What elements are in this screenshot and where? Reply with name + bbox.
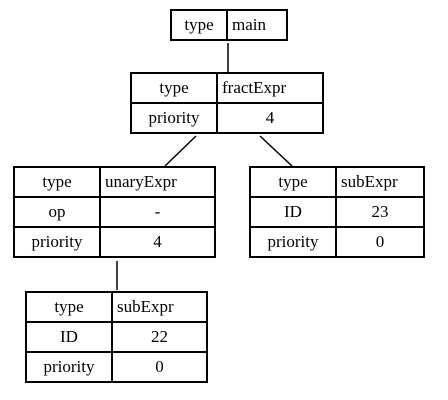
node-key: priority — [25, 351, 113, 383]
node-row: op - — [13, 196, 216, 228]
node-value: 4 — [99, 226, 216, 258]
node-value: 23 — [335, 196, 425, 228]
node-fract-expr: type fractExpr priority 4 — [130, 72, 324, 134]
node-row: priority 0 — [25, 351, 208, 383]
node-row: ID 22 — [25, 321, 208, 353]
node-unary-expr: type unaryExpr op - priority 4 — [13, 166, 216, 258]
node-sub-expr-22: type subExpr ID 22 priority 0 — [25, 291, 208, 383]
node-key: priority — [130, 102, 218, 134]
node-key: ID — [25, 321, 113, 353]
node-row: priority 0 — [249, 226, 425, 258]
node-value: 0 — [111, 351, 208, 383]
node-row: type unaryExpr — [13, 166, 216, 198]
node-main: type main — [170, 9, 288, 41]
node-value: - — [99, 196, 216, 228]
node-key: type — [249, 166, 337, 198]
node-value: unaryExpr — [99, 166, 216, 198]
node-key: type — [130, 72, 218, 104]
node-row: type subExpr — [249, 166, 425, 198]
node-key: type — [13, 166, 101, 198]
node-value: fractExpr — [216, 72, 324, 104]
node-value: 4 — [216, 102, 324, 134]
node-row: priority 4 — [130, 102, 324, 134]
node-value: subExpr — [111, 291, 208, 323]
node-row: type fractExpr — [130, 72, 324, 104]
node-key: type — [25, 291, 113, 323]
node-value: main — [226, 9, 288, 41]
node-key: type — [170, 9, 228, 41]
node-value: 22 — [111, 321, 208, 353]
edge-fract-sub23 — [259, 135, 293, 167]
edge-fract-unary — [164, 135, 197, 167]
node-row: ID 23 — [249, 196, 425, 228]
node-sub-expr-23: type subExpr ID 23 priority 0 — [249, 166, 425, 258]
node-value: subExpr — [335, 166, 425, 198]
node-key: ID — [249, 196, 337, 228]
node-key: priority — [13, 226, 101, 258]
node-value: 0 — [335, 226, 425, 258]
node-row: type main — [170, 9, 288, 41]
node-row: priority 4 — [13, 226, 216, 258]
node-row: type subExpr — [25, 291, 208, 323]
node-key: op — [13, 196, 101, 228]
node-key: priority — [249, 226, 337, 258]
